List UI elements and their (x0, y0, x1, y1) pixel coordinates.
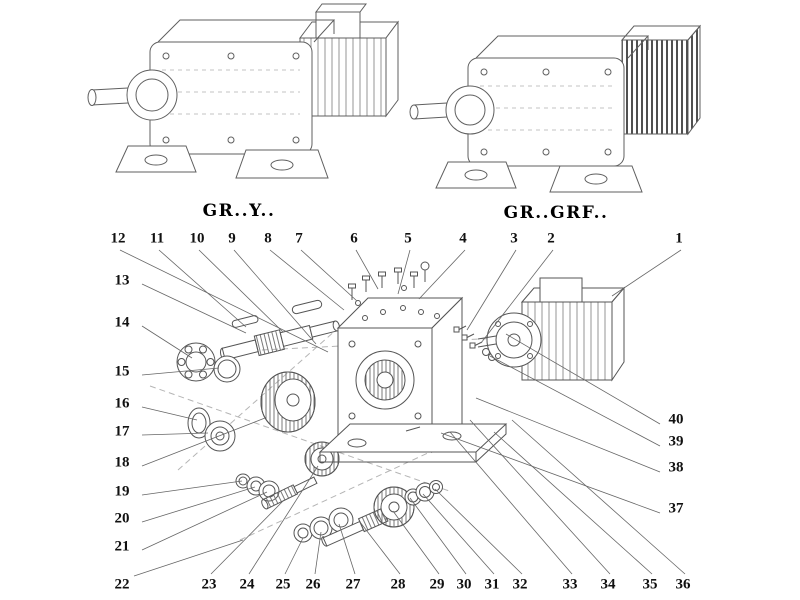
callout-3: 3 (508, 230, 520, 247)
washers-left (235, 473, 280, 502)
rings-lower (404, 480, 443, 506)
callout-39: 39 (666, 433, 686, 450)
callout-21: 21 (112, 538, 132, 555)
bearing-cage (176, 342, 216, 382)
bearing-left (204, 420, 236, 452)
housing (318, 296, 508, 463)
callout-33: 33 (560, 576, 580, 593)
callout-26: 26 (303, 576, 323, 593)
callout-17: 17 (112, 423, 132, 440)
callout-6: 6 (348, 230, 360, 247)
callout-10: 10 (187, 230, 207, 247)
callout-8: 8 (262, 230, 274, 247)
callout-23: 23 (199, 576, 219, 593)
spacer-ring (187, 407, 211, 439)
callout-16: 16 (112, 395, 132, 412)
callout-4: 4 (457, 230, 469, 247)
callout-13: 13 (112, 272, 132, 289)
callout-14: 14 (112, 314, 132, 331)
callout-40: 40 (666, 411, 686, 428)
model-label-gr-y: GR..Y.. (202, 201, 276, 221)
callout-9: 9 (226, 230, 238, 247)
input-shaft (219, 299, 340, 361)
leader-lines (119, 249, 686, 577)
drawing-gr-y (87, 3, 399, 179)
callout-19: 19 (112, 483, 132, 500)
callout-36: 36 (673, 576, 693, 593)
seal-ring (213, 355, 241, 383)
motor-bolts (453, 325, 496, 361)
callout-15: 15 (112, 363, 132, 380)
lower-gear (373, 486, 415, 528)
model-label-gr-grf: GR..GRF.. (503, 203, 609, 223)
callout-37: 37 (666, 500, 686, 517)
callout-29: 29 (427, 576, 447, 593)
callout-18: 18 (112, 454, 132, 471)
exploded-view (149, 261, 626, 547)
top-bolts (348, 261, 430, 306)
callout-31: 31 (482, 576, 502, 593)
bearing-lower (328, 507, 354, 533)
callout-30: 30 (454, 576, 474, 593)
callout-5: 5 (402, 230, 414, 247)
callout-24: 24 (237, 576, 257, 593)
callout-1: 1 (673, 230, 685, 247)
callout-32: 32 (510, 576, 530, 593)
callout-38: 38 (666, 459, 686, 476)
motor (477, 277, 626, 382)
callout-7: 7 (293, 230, 305, 247)
callout-22: 22 (112, 576, 132, 593)
callout-28: 28 (388, 576, 408, 593)
callout-34: 34 (598, 576, 618, 593)
callout-12: 12 (108, 230, 128, 247)
large-gear (260, 371, 316, 433)
callout-20: 20 (112, 510, 132, 527)
callout-11: 11 (147, 230, 167, 247)
callout-35: 35 (640, 576, 660, 593)
drawing-gr-grf (409, 24, 702, 193)
rings-mid (293, 516, 333, 543)
callout-25: 25 (273, 576, 293, 593)
callout-2: 2 (545, 230, 557, 247)
callout-27: 27 (343, 576, 363, 593)
